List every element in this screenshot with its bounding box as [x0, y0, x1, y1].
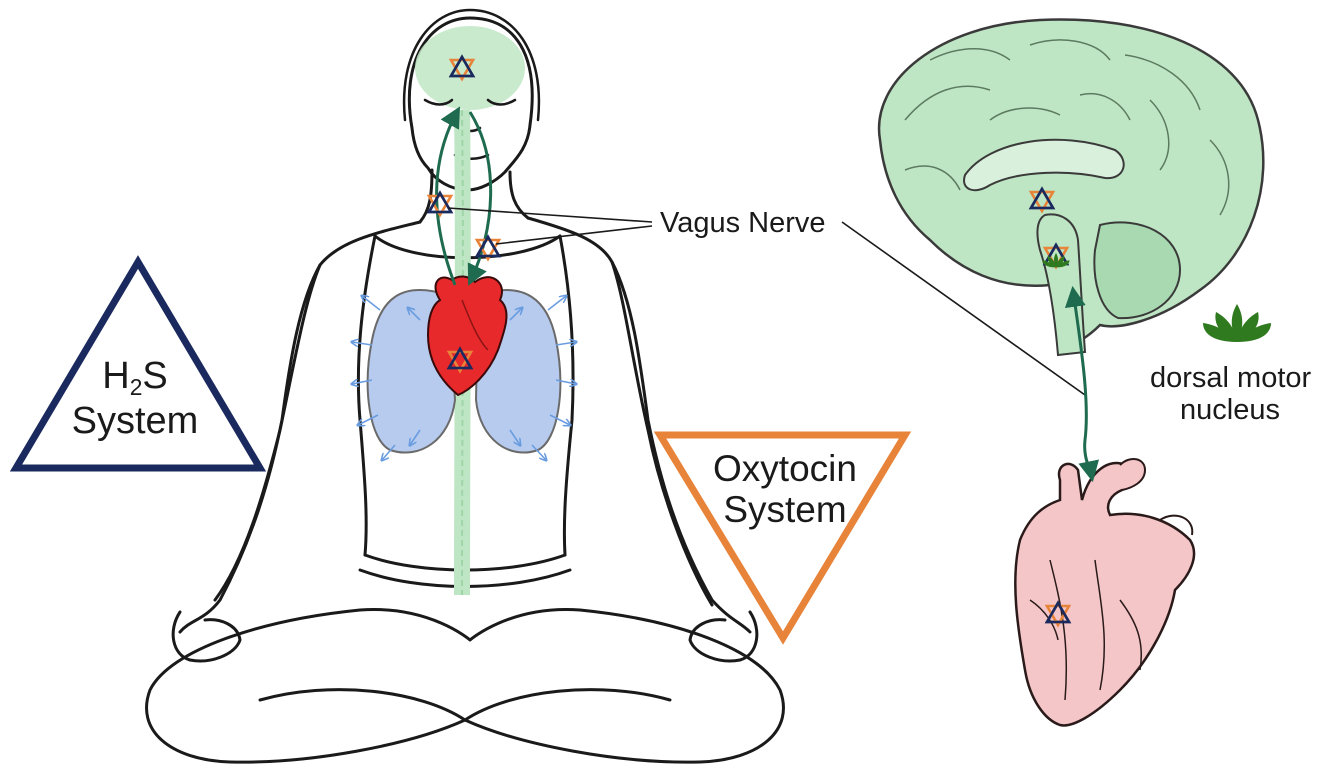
oxytocin-line1: Oxytocin: [680, 448, 890, 489]
h2s-oxytocin-star-icon: [477, 237, 499, 259]
dmn-line1: dorsal motor: [1150, 362, 1310, 394]
h2s-subscript: 2: [130, 374, 143, 400]
legs-outline: [147, 610, 784, 763]
head-brain-area: [415, 26, 525, 110]
anatomical-heart: [1015, 459, 1194, 725]
oxytocin-system-label: Oxytocin System: [680, 448, 890, 531]
h2s-system-label: H2S System: [60, 355, 210, 443]
h2s-suffix: S: [142, 355, 167, 397]
oxytocin-line2: System: [680, 489, 890, 530]
h2s-line2: System: [60, 400, 210, 443]
lotus-icon: [1203, 304, 1271, 342]
dorsal-motor-nucleus-label: dorsal motor nucleus: [1150, 362, 1310, 427]
brain-sagittal: [879, 20, 1263, 355]
dmn-line2: nucleus: [1150, 394, 1310, 426]
h2s-oxytocin-star-icon: [429, 193, 451, 215]
h2s-prefix: H: [102, 355, 129, 397]
vagus-nerve-label: Vagus Nerve: [660, 207, 826, 239]
